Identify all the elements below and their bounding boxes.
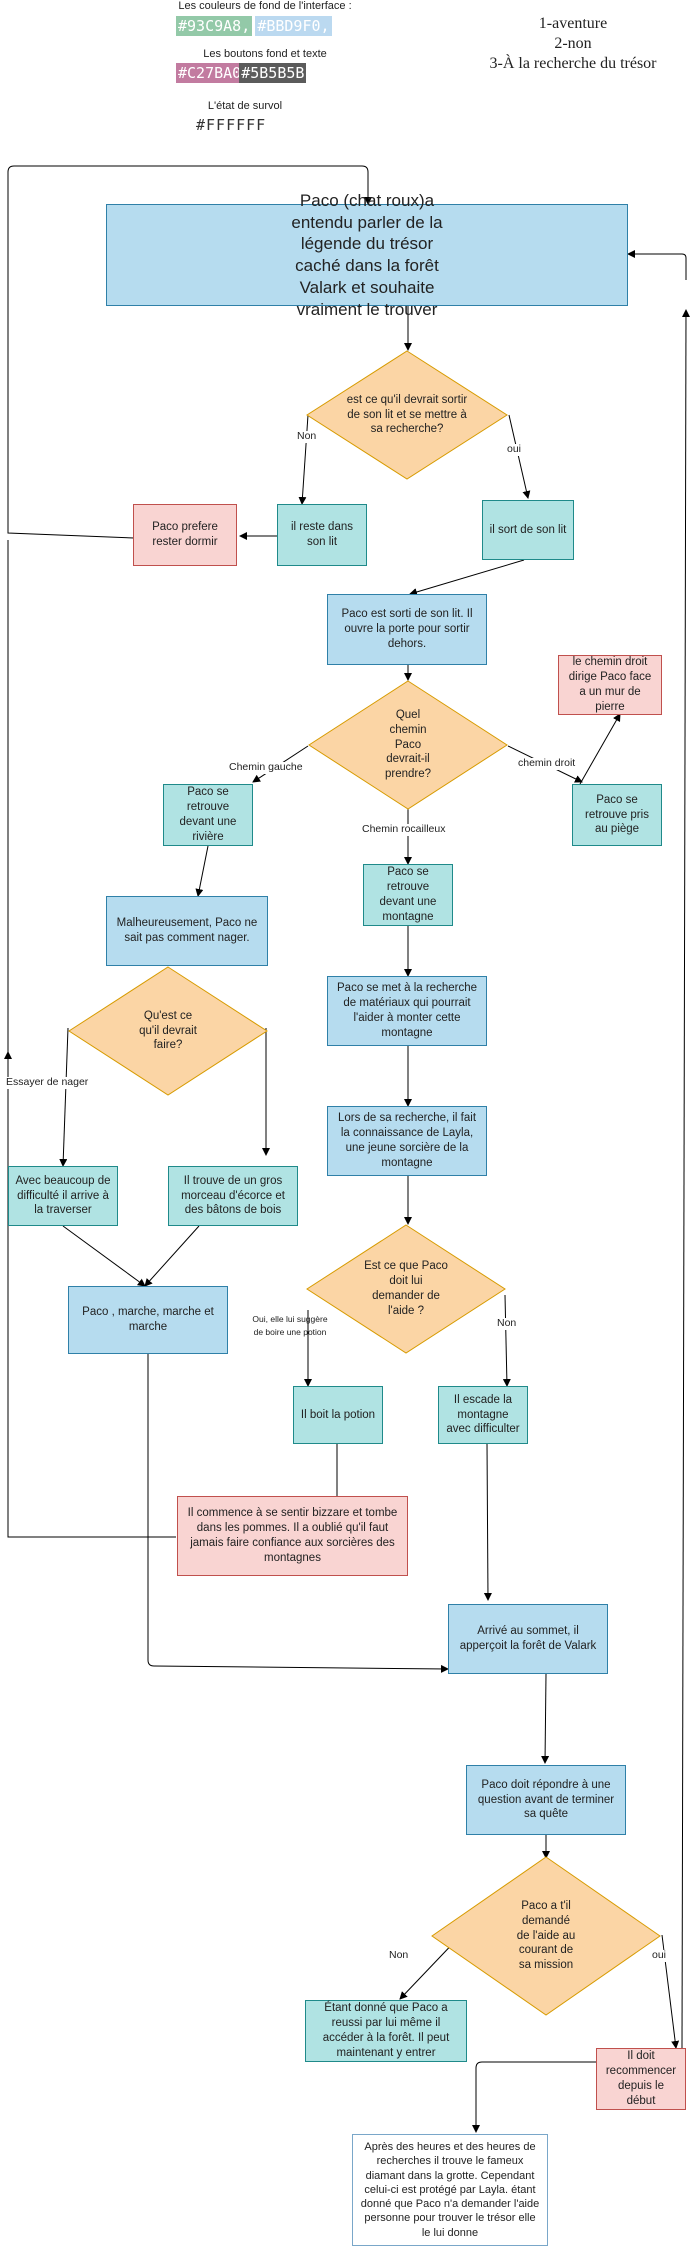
label-chemin-rocailleux: Chemin rocailleux — [362, 823, 446, 836]
edge — [579, 713, 621, 785]
decision-faire: Qu'est ce qu'il devrait faire? — [68, 966, 268, 1096]
legend-list-item: 3-À la recherche du trésor — [489, 55, 657, 72]
diamond-shape — [68, 966, 268, 1096]
node-montagne: Paco se retrouve devant une montagne — [363, 864, 453, 926]
node-dehors: Paco est sorti de son lit. Il ouvre la p… — [327, 594, 487, 665]
node-bizzare: Il commence à se sentir bizzare et tombe… — [177, 1496, 408, 1576]
legend-bg-swatches: #93C9A8, #BBD9F0, — [176, 16, 416, 36]
swatch-gray: #5B5B5B — [239, 63, 307, 83]
node-traverse: Avec beaucoup de difficulté il arrive à … — [8, 1166, 118, 1226]
edge — [62, 1225, 146, 1287]
node-mur: le chemin droit dirige Paco face a un mu… — [558, 655, 662, 715]
label-essayer-nager: Essayer de nager — [6, 1076, 89, 1089]
decision-text: Paco a t'il demandé de l'aide au courant… — [516, 1899, 576, 1972]
decision-text: est ce qu'il devrait sortir de son lit e… — [346, 393, 468, 436]
edge — [508, 414, 531, 499]
swatch-blue: #BBD9F0, — [255, 16, 332, 36]
label-oui-mission: oui — [652, 1949, 667, 1962]
legend-bg-title: Les couleurs de fond de l'interface : — [178, 0, 352, 12]
node-reussi: Étant donné que Paco a reussi par lui mê… — [305, 2000, 467, 2062]
label-chemin-droit: chemin droit — [518, 757, 576, 770]
edge — [541, 1673, 550, 1764]
swatch-pink: #C27BA0 — [176, 63, 244, 83]
label-chemin-gauche: Chemin gauche — [229, 761, 303, 774]
decision-chemin: Quel chemin Paco devrait-il prendre? — [308, 680, 508, 810]
node-fin: Après des heures et des heures de recher… — [352, 2134, 548, 2246]
decision-aide: Est ce que Paco doit lui demander de l'a… — [306, 1224, 506, 1354]
legend-hover-title: L'état de survol — [207, 100, 283, 112]
edge — [681, 309, 690, 2049]
node-sommet: Arrivé au sommet, il apperçoit la forêt … — [448, 1604, 608, 1674]
node-recommencer: Il doit recommencer depuis le début — [596, 2048, 686, 2110]
node-start: Paco (chat roux)a entendu parler de la l… — [106, 191, 628, 319]
swatch-green: #93C9A8, — [176, 16, 253, 36]
hover-color-text: #FFFFFF — [196, 116, 267, 134]
diamond-shape — [308, 680, 508, 810]
node-prefere-dormir: Paco prefere rester dormir — [133, 504, 237, 566]
legend-list-item: 2-non — [554, 35, 592, 52]
diamond-shape — [431, 1856, 661, 2016]
edge — [472, 2061, 596, 2133]
node-piege: Paco se retrouve pris au piège — [572, 784, 662, 846]
label-oui-sortir: oui — [507, 443, 522, 456]
legend-list-item: 1-aventure — [538, 15, 608, 32]
decision-text: Est ce que Paco doit lui demander de l'a… — [364, 1260, 448, 1317]
decision-sortir: est ce qu'il devrait sortir de son lit e… — [306, 350, 508, 480]
node-marche: Paco , marche, marche et marche — [68, 1286, 228, 1354]
legend-btn-swatches: #C27BA0#5B5B5B — [176, 63, 376, 83]
edge — [144, 1225, 200, 1287]
label-non-aide: Non — [497, 1317, 517, 1330]
node-materiaux: Paco se met à la recherche de matériaux … — [327, 976, 487, 1046]
node-potion: Il boit la potion — [293, 1386, 383, 1444]
legend-hover-value: #FFFFFF — [196, 116, 316, 134]
diamond-shape — [306, 1224, 506, 1354]
node-reste-lit: il reste dans son lit — [277, 504, 367, 566]
edge — [195, 845, 209, 897]
decision-text: Qu'est ce qu'il devrait faire? — [139, 1009, 197, 1052]
legend-list: 1-aventure 2-non 3-À la recherche du tré… — [468, 14, 678, 74]
node-sort-lit: il sort de son lit — [482, 500, 574, 560]
node-nager: Malheureusement, Paco ne sait pas commen… — [106, 896, 268, 966]
edge — [483, 1442, 492, 1601]
label-oui-potion: Oui, elle lui suggère de boire une potio… — [252, 1314, 328, 1338]
node-layla: Lors de sa recherche, il fait la connais… — [327, 1106, 487, 1176]
node-question: Paco doit répondre à une question avant … — [466, 1765, 626, 1835]
edge — [627, 250, 687, 280]
decision-text: Quel chemin Paco devrait-il prendre? — [384, 708, 432, 781]
node-ecorce: Il trouve de un gros morceau d'écorce et… — [168, 1166, 298, 1226]
decision-mission: Paco a t'il demandé de l'aide au courant… — [431, 1856, 661, 2016]
label-non-sortir: Non — [297, 430, 317, 443]
diamond-shape — [306, 350, 508, 480]
node-riviere: Paco se retrouve devant une rivière — [163, 784, 253, 846]
node-escalade: Il escade la montagne avec difficulter — [438, 1386, 528, 1444]
edge — [409, 559, 525, 596]
label-non-mission: Non — [389, 1949, 409, 1962]
legend-btn-title: Les boutons fond et texte — [203, 48, 327, 60]
